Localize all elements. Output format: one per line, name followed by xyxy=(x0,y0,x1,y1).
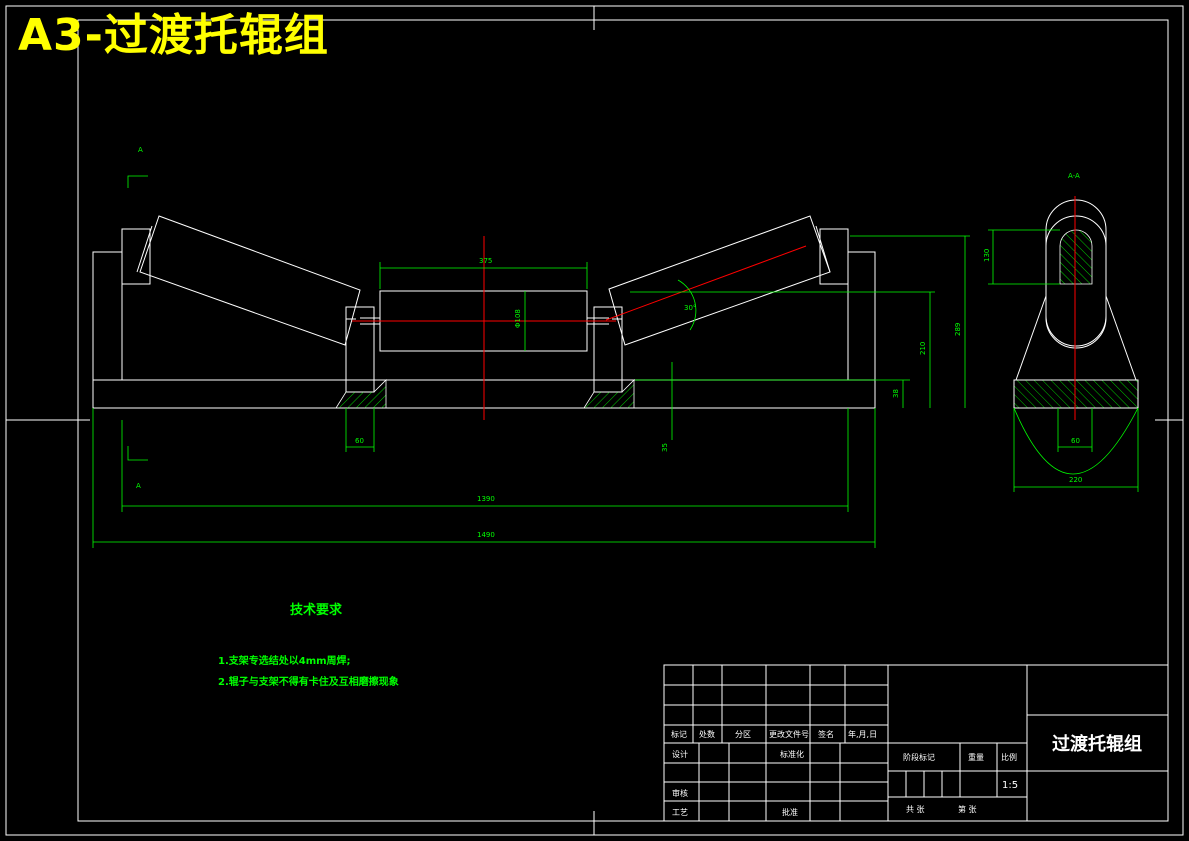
tb-reviewer: 审核 xyxy=(672,788,688,798)
tb-weight: 重量 xyxy=(968,752,984,762)
tb-header-zone: 分区 xyxy=(735,730,751,739)
side-dimension-labels: A-A 130 60 220 xyxy=(983,172,1082,484)
dim-35: 35 xyxy=(661,443,669,452)
title-block xyxy=(663,664,1169,822)
title-block-text: 标记 处数 分区 更改文件号 签名 年,月,日 设计 标准化 审核 工艺 批准 … xyxy=(671,729,1142,817)
tb-designer: 设计 xyxy=(672,749,688,759)
tb-approval: 批准 xyxy=(782,807,798,817)
section-marker-top: A xyxy=(138,146,143,154)
technical-requirements: 技术要求 1.支架专选结处以4mm周焊; 2.辊子与支架不得有卡住及互相磨擦现象 xyxy=(218,602,399,688)
tech-note-1: 1.支架专选结处以4mm周焊; xyxy=(218,654,351,667)
dim-130: 130 xyxy=(983,249,991,262)
inner-bracket-left xyxy=(345,306,375,393)
tb-sheet-number: 第 张 xyxy=(958,804,977,814)
tb-header-mark: 标记 xyxy=(671,729,687,739)
dim-210: 210 xyxy=(919,342,927,355)
dim-60-foot: 60 xyxy=(355,437,364,445)
dim-60-slot: 60 xyxy=(1071,437,1080,445)
weld-right xyxy=(583,379,635,409)
side-shaft-section xyxy=(1059,229,1093,285)
tb-stage-mark: 阶段标记 xyxy=(903,752,935,762)
tb-header-date: 年,月,日 xyxy=(848,729,877,739)
tb-header-count: 处数 xyxy=(699,729,715,739)
drawing-frame xyxy=(5,5,1184,836)
front-dimensions xyxy=(92,175,970,548)
tb-scale-value: 1:5 xyxy=(1002,780,1018,791)
left-bracket-top xyxy=(121,228,151,285)
dim-220: 220 xyxy=(1069,476,1082,484)
tech-note-2: 2.辊子与支架不得有卡住及互相磨擦现象 xyxy=(218,675,399,688)
right-bracket-top xyxy=(819,228,849,285)
right-wing-roller xyxy=(608,215,831,346)
dim-1390: 1390 xyxy=(477,495,495,503)
dim-trough-angle: 30° xyxy=(684,304,696,312)
right-upright xyxy=(847,251,876,408)
left-upright xyxy=(92,251,123,408)
tb-process: 工艺 xyxy=(672,808,688,817)
page-title: A3-过渡托辊组 xyxy=(18,10,329,61)
side-view xyxy=(1015,199,1137,381)
tb-sheet-total: 共 张 xyxy=(906,805,925,814)
left-wing-roller xyxy=(139,215,361,346)
center-lines xyxy=(352,236,807,420)
weld-left xyxy=(335,379,387,409)
tb-header-signature: 签名 xyxy=(818,729,834,739)
tb-standardization: 标准化 xyxy=(780,749,804,759)
side-view-label: A-A xyxy=(1068,172,1080,180)
dim-289: 289 xyxy=(954,323,962,336)
tech-requirements-heading: 技术要求 xyxy=(290,602,343,618)
side-dimensions xyxy=(988,229,1139,492)
dim-38: 38 xyxy=(892,389,900,398)
side-base-section xyxy=(1013,379,1139,409)
tb-header-change-doc: 更改文件号 xyxy=(769,729,809,739)
dim-1490: 1490 xyxy=(477,531,495,539)
tb-ratio: 比例 xyxy=(1001,752,1017,762)
dim-375: 375 xyxy=(479,257,492,265)
front-dimension-labels: 375 Φ108 30° 210 289 38 35 60 1390 1490 … xyxy=(136,146,962,539)
tb-drawing-name: 过渡托辊组 xyxy=(1052,733,1142,755)
section-marker-bottom: A xyxy=(136,482,141,490)
side-bracket-legs xyxy=(1015,295,1137,381)
dim-roller-diameter: Φ108 xyxy=(514,309,522,328)
